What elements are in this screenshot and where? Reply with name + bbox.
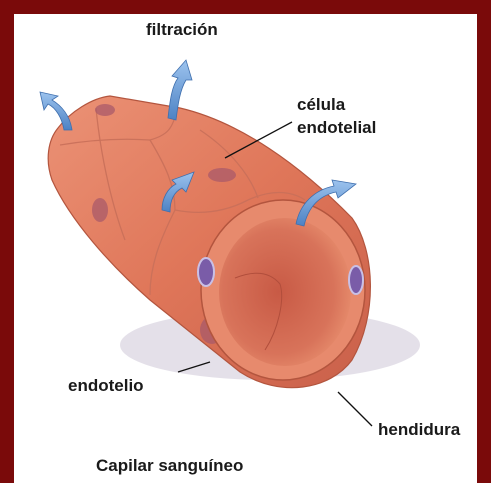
nucleus-left [198, 258, 214, 286]
label-filtracion: filtración [146, 20, 218, 40]
label-celula-line1: célula [297, 95, 345, 115]
label-hendidura: hendidura [378, 420, 460, 440]
vessel-lumen [219, 218, 351, 366]
caption: Capilar sanguíneo [96, 456, 243, 476]
nucleus-right [349, 266, 363, 294]
label-endotelio: endotelio [68, 376, 144, 396]
label-celula-line2: endotelial [297, 118, 376, 138]
